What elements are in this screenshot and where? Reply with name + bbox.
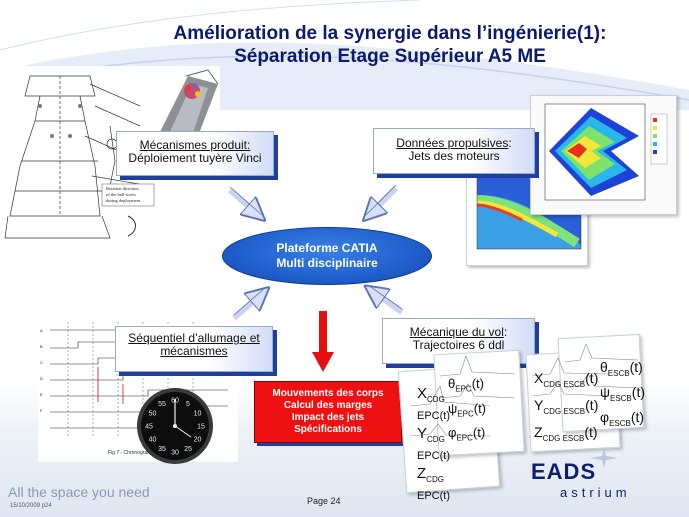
eq-psi-epc: ψEPC(t): [448, 400, 487, 419]
drawing-caption-1: Rotation direction: [106, 186, 139, 191]
arrow-mecanique: [368, 288, 404, 315]
eq-extra-3: EPC(t): [417, 490, 450, 502]
eq-xcdg-escb: XCDG ESCB(t): [534, 370, 599, 389]
donnees-heading: Données propulsives: [396, 136, 509, 150]
box-mecanismes-produit: Mécanismes produit: Déploiement tuyère V…: [116, 131, 274, 176]
redbox-line-4: Spécifications: [294, 424, 362, 435]
eq-phi-epc: φEPC(t): [448, 425, 486, 443]
platform-line-2: Multi disciplinaire: [276, 256, 378, 270]
redbox-line-2: Calcul des marges: [283, 400, 373, 411]
svg-text:C: C: [40, 360, 43, 365]
sequentiel-heading: Séquentiel d’allumage et mécanismes: [128, 331, 260, 358]
stopwatch-icon: 60510152025303540455055: [137, 388, 213, 464]
dial-number: 5: [186, 401, 190, 408]
equations-column-1: XCDG EPC(t) YCDG EPC(t) ZCDG EPC(t): [417, 385, 450, 505]
chronogram-caption: Fig 7 - Chronogramme: [108, 450, 159, 456]
equations-column-theta: θEPC(t) ψEPC(t) φEPC(t): [448, 374, 486, 448]
jet-plot-front: [530, 95, 677, 215]
dial-number: 50: [149, 411, 157, 418]
eq-extra-2: EPC(t): [417, 450, 450, 462]
svg-text:F: F: [40, 408, 43, 413]
box-mecanique-du-vol: Mécanique du vol: Trajectoires 6 ddl: [382, 318, 535, 364]
donnees-body: Jets des moteurs: [408, 149, 500, 163]
eq-psi-escb: ψESCB(t): [600, 383, 645, 403]
dial-number: 15: [197, 424, 205, 431]
title-line-1: Amélioration de la synergie dans l’ingén…: [173, 23, 607, 44]
equations-column-2: XCDG ESCB(t) YCDG ESCB(t) ZCDG ESCB(t): [534, 368, 598, 448]
red-results-box: Mouvements des corps Calcul des marges I…: [254, 381, 402, 443]
arrow-sequentiel: [232, 290, 266, 321]
mecanique-body: Trajectoires 6 ddl: [412, 338, 505, 352]
eq-extra-1: EPC(t): [417, 410, 450, 422]
dial-number: 35: [158, 446, 166, 453]
eq-ycdg-escb: YCDG ESCB(t): [534, 396, 599, 416]
eq-phi-escb: φESCB(t): [600, 408, 645, 428]
arrow-mecanismes: [228, 187, 262, 218]
dial-number: 10: [194, 411, 202, 418]
drawing-caption-2: of the ball-screw: [106, 192, 137, 197]
platform-catia-ellipse: Plateforme CATIA Multi disciplinaire: [222, 227, 432, 285]
jet-plot-front-image: [544, 103, 668, 201]
svg-text:B: B: [40, 344, 43, 349]
equations-column-3: θESCB(t) ψESCB(t) φESCB(t): [600, 358, 645, 432]
dial-number: 45: [145, 424, 153, 431]
mecanismes-heading: Mécanismes produit:: [139, 138, 251, 152]
dial-number: 20: [194, 437, 202, 444]
arrow-donnees: [366, 185, 399, 218]
redbox-line-1: Mouvements des corps: [272, 388, 384, 399]
title-line-2: Séparation Etage Supérieur A5 ME: [234, 46, 546, 67]
eq-theta-escb: θESCB(t): [600, 359, 643, 378]
red-down-arrow: [312, 311, 334, 372]
svg-text:E: E: [40, 392, 43, 397]
dial-number: 40: [149, 437, 157, 444]
eq-ycdg: YCDG: [417, 425, 445, 444]
footer-tagline: All the space you need: [8, 484, 150, 500]
eq-xcdg: XCDG: [417, 385, 445, 404]
footer-date: 15/10/2009 p24: [10, 503, 52, 509]
logo-star-icon: [590, 448, 618, 468]
eq-zcdg: ZCDG: [417, 465, 444, 484]
cad-nozzle-model: [148, 66, 220, 136]
donnees-heading-sep: :: [508, 136, 512, 150]
slide-title: Amélioration de la synergie dans l’ingén…: [120, 22, 660, 68]
mecanismes-body: Déploiement tuyère Vinci: [128, 151, 262, 165]
eq-theta-epc: θEPC(t): [448, 376, 484, 394]
drawing-caption-3: during deployment: [106, 198, 141, 203]
dial-number: 30: [171, 450, 179, 457]
footer-page-number: Page 24: [307, 496, 341, 506]
svg-text:A: A: [40, 328, 43, 333]
redbox-line-3: Impact des jets: [291, 412, 365, 423]
dial-number: 55: [158, 401, 166, 408]
mecanique-heading-sep: :: [503, 325, 508, 339]
logo-astrium: astrium: [560, 485, 631, 500]
platform-line-1: Plateforme CATIA: [276, 241, 378, 255]
mecanique-heading: Mécanique du vol: [409, 325, 504, 339]
eq-zcdg-escb: ZCDG ESCB(t): [534, 423, 598, 443]
trajectory-curves: [409, 343, 639, 437]
dial-number: 25: [184, 446, 192, 453]
box-donnees-propulsives: Données propulsives: Jets des moteurs: [373, 128, 535, 174]
box-sequentiel: Séquentiel d’allumage et mécanismes: [115, 326, 273, 372]
svg-text:D: D: [40, 376, 43, 381]
logo-eads: EADS: [531, 459, 597, 484]
